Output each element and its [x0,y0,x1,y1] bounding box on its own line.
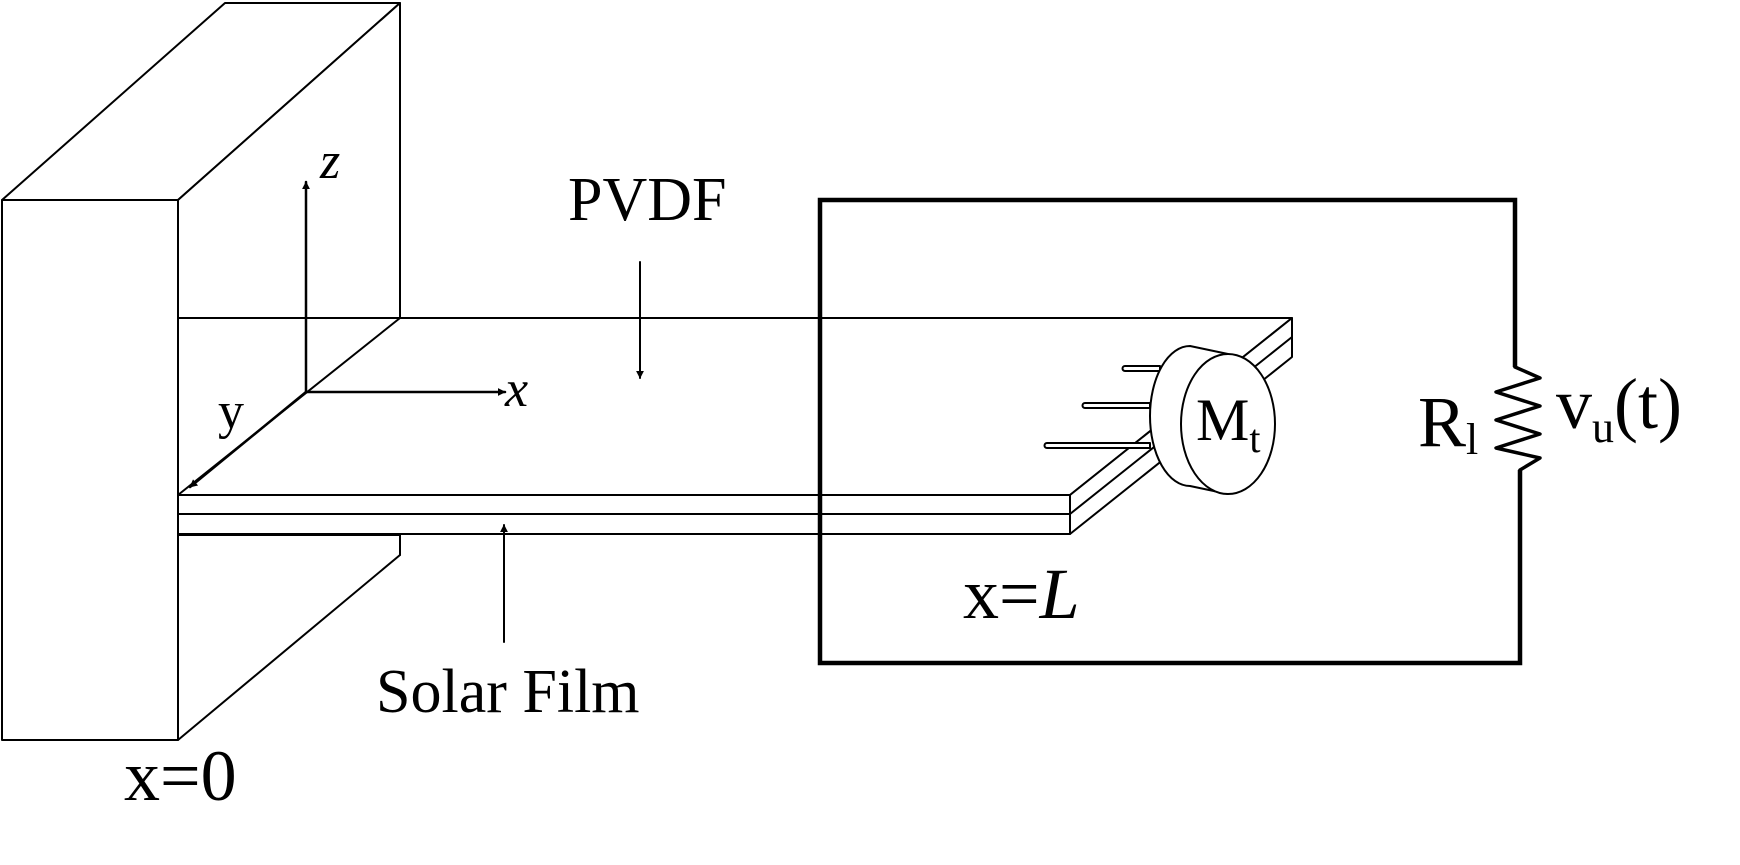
pvdf-label: PVDF [568,166,727,234]
motion-line [1081,402,1151,409]
motion-line [1121,365,1161,372]
axis-y-label: y [218,383,244,440]
xL-variable: L [1039,554,1080,634]
load-resistor-zigzag [1494,365,1542,472]
voltage-label: vu(t) [1556,364,1682,452]
resistor-label: Rl [1418,382,1478,464]
motion-line [1043,442,1151,449]
y-axis-arrow [188,390,308,489]
solar-film-label: Solar Film [376,658,640,726]
layer-pointers: PVDF Solar Film [376,166,727,726]
tip-mass: Mt [1043,345,1276,495]
xL-label: x=L [963,554,1080,634]
load-circuit: Rl vu(t) [817,197,1682,666]
axis-z-label: z [319,133,340,190]
circuit-wire [817,197,1523,666]
xL-prefix: x= [963,554,1040,634]
axis-x-label: x [504,361,528,418]
x0-label: x=0 [124,736,237,816]
mass-label: Mt [1196,387,1260,461]
coordinate-axes: z x y [188,133,528,489]
